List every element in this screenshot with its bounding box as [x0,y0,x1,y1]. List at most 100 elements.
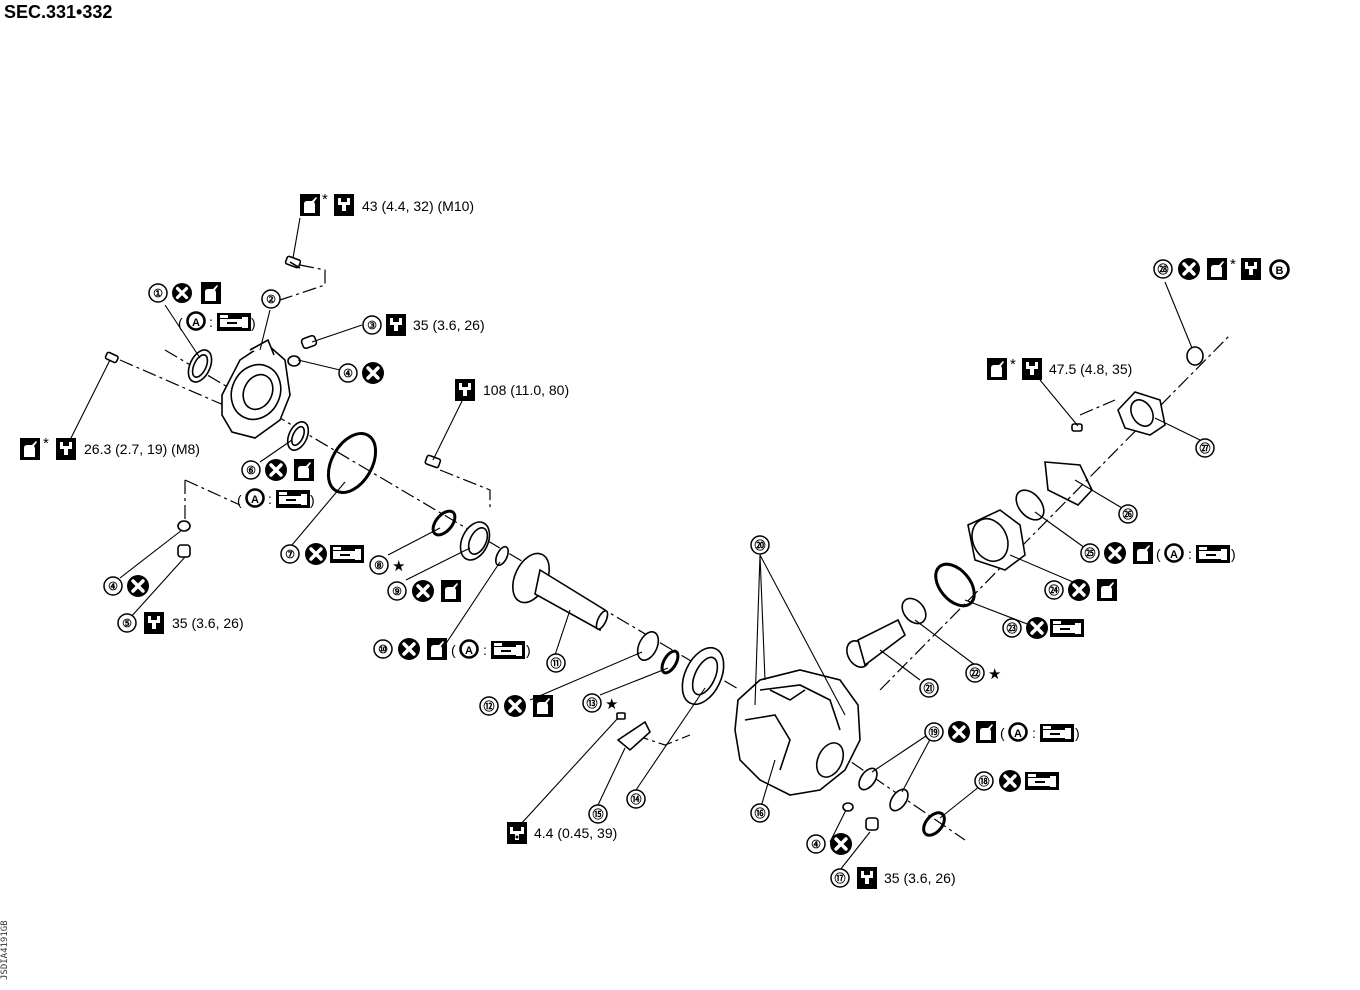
do-not-reuse-icon [265,459,287,481]
callout-number: ㉑ [924,681,935,695]
part-8-o-ring [431,509,457,537]
callout-number: ㉖ [1123,507,1134,521]
callout-12: ⑫ [479,695,553,717]
part-27-flange [1117,391,1166,436]
part-15-bracket [616,720,651,752]
torque-wrench-icon [56,438,76,460]
paren-close: ) [1075,725,1080,741]
part-1-oil-seal [187,349,213,383]
callout-3: ③ 35 (3.6, 26) [362,314,485,336]
callout-4-left: ④ [103,575,149,597]
part-16-transfer-case [734,669,861,796]
callout-22: ㉒ ★ [965,663,1001,683]
callout-number: ⑩ [378,644,388,656]
asterisk-label: * [1230,256,1236,273]
part-7-o-ring [326,432,378,494]
colon: : [209,314,213,330]
part-2-cover [221,338,291,439]
part-21-shaft [846,618,906,668]
do-not-reuse-icon [999,770,1021,792]
callout-28: ㉘ * B [1153,256,1290,280]
grease-icon [300,194,320,216]
do-not-reuse-icon [412,580,434,602]
sealant-tube-icon [276,490,310,508]
parts [104,255,1204,837]
asterisk-label: * [43,435,49,452]
callout-16: ⑯ [750,803,770,823]
callout-number: ④ [343,368,353,380]
torque-wrench-icon [857,867,877,889]
paren-open: ( [451,642,456,658]
part-14-cover [681,646,725,706]
star-icon: ★ [605,696,618,713]
paren-open: ( [237,492,242,508]
callout-10: ⑩ ( A : ) [373,638,531,660]
torque-wrench-alt-icon [507,822,527,844]
spec-bolt-47-5: * 47.5 (4.8, 35) [987,356,1132,380]
part-5-plug [177,544,191,558]
grease-icon [294,459,314,481]
spec-bolt-m10: * 43 (4.4, 32) (M10) [300,191,474,216]
part-11-shaft [512,552,609,632]
part-18-o-ring [922,811,946,837]
callout-13: ⑬ ★ [582,693,618,713]
callout-4-top: ④ [338,362,384,384]
paren-close: ) [310,492,315,508]
callout-number: ⑯ [755,806,766,820]
callout-number: ⑱ [979,774,990,788]
bolt-108 [424,454,442,469]
sealant-tube-icon [1040,724,1074,742]
callout-20: ⑳ [750,535,770,555]
callout-23: ㉓ [1002,617,1084,639]
letter-a: A [192,317,200,329]
part-23-o-ring [934,562,976,608]
callout-11: ⑪ [546,653,566,673]
grease-icon [441,580,461,602]
grease-icon [987,358,1007,380]
torque-spec-bolt-108: 108 (11.0, 80) [483,382,569,398]
asterisk-label: * [1010,356,1016,373]
grease-icon [976,721,996,743]
paren-open: ( [1000,725,1005,741]
callout-18: ⑱ [974,770,1059,792]
callout-2: ② [261,289,281,309]
part-9-bearing [459,521,491,561]
torque-spec-screw-15: 4.4 (0.45, 39) [534,825,617,841]
callout-24: ㉔ [1044,579,1117,601]
torque-spec-plug-17: 35 (3.6, 26) [884,870,956,886]
callout-number: ① [153,288,163,300]
paren-close: ) [1231,546,1236,562]
callout-number: ⑮ [593,807,604,821]
callout-15: ⑮ [588,804,608,824]
do-not-reuse-icon [1068,579,1090,601]
torque-wrench-icon [1241,258,1261,280]
spec-bolt-108: 108 (11.0, 80) [455,379,569,401]
callout-number: ⑥ [246,465,256,477]
do-not-reuse-icon [830,833,852,855]
colon: : [1032,725,1036,741]
sealant-tube-icon [1025,772,1059,790]
colon: : [268,491,272,507]
part-26-gasket [1044,461,1093,506]
callout-4-bottom: ④ [806,833,852,855]
callout-number: ⑭ [631,792,642,806]
do-not-reuse-icon [398,638,420,660]
callout-number: ⑪ [551,656,562,670]
do-not-reuse-icon [1026,617,1048,639]
do-not-reuse-icon [1104,542,1126,564]
callout-number: ④ [811,839,821,851]
callout-7: ⑦ [280,543,364,565]
grease-icon [1133,542,1153,564]
callout-26: ㉖ [1118,504,1138,524]
part-10-seal [495,545,509,567]
part-6-seal [286,421,310,451]
callout-5: ⑤ 35 (3.6, 26) [117,612,244,634]
sealant-tube-icon [491,641,525,659]
torque-wrench-icon [334,194,354,216]
do-not-reuse-icon [127,575,149,597]
callout-number: ⑫ [484,699,495,713]
callout-9: ⑨ [387,580,461,602]
callout-number: ⑲ [929,725,940,739]
do-not-reuse-icon [1178,258,1200,280]
callout-number: ㉒ [970,666,981,680]
